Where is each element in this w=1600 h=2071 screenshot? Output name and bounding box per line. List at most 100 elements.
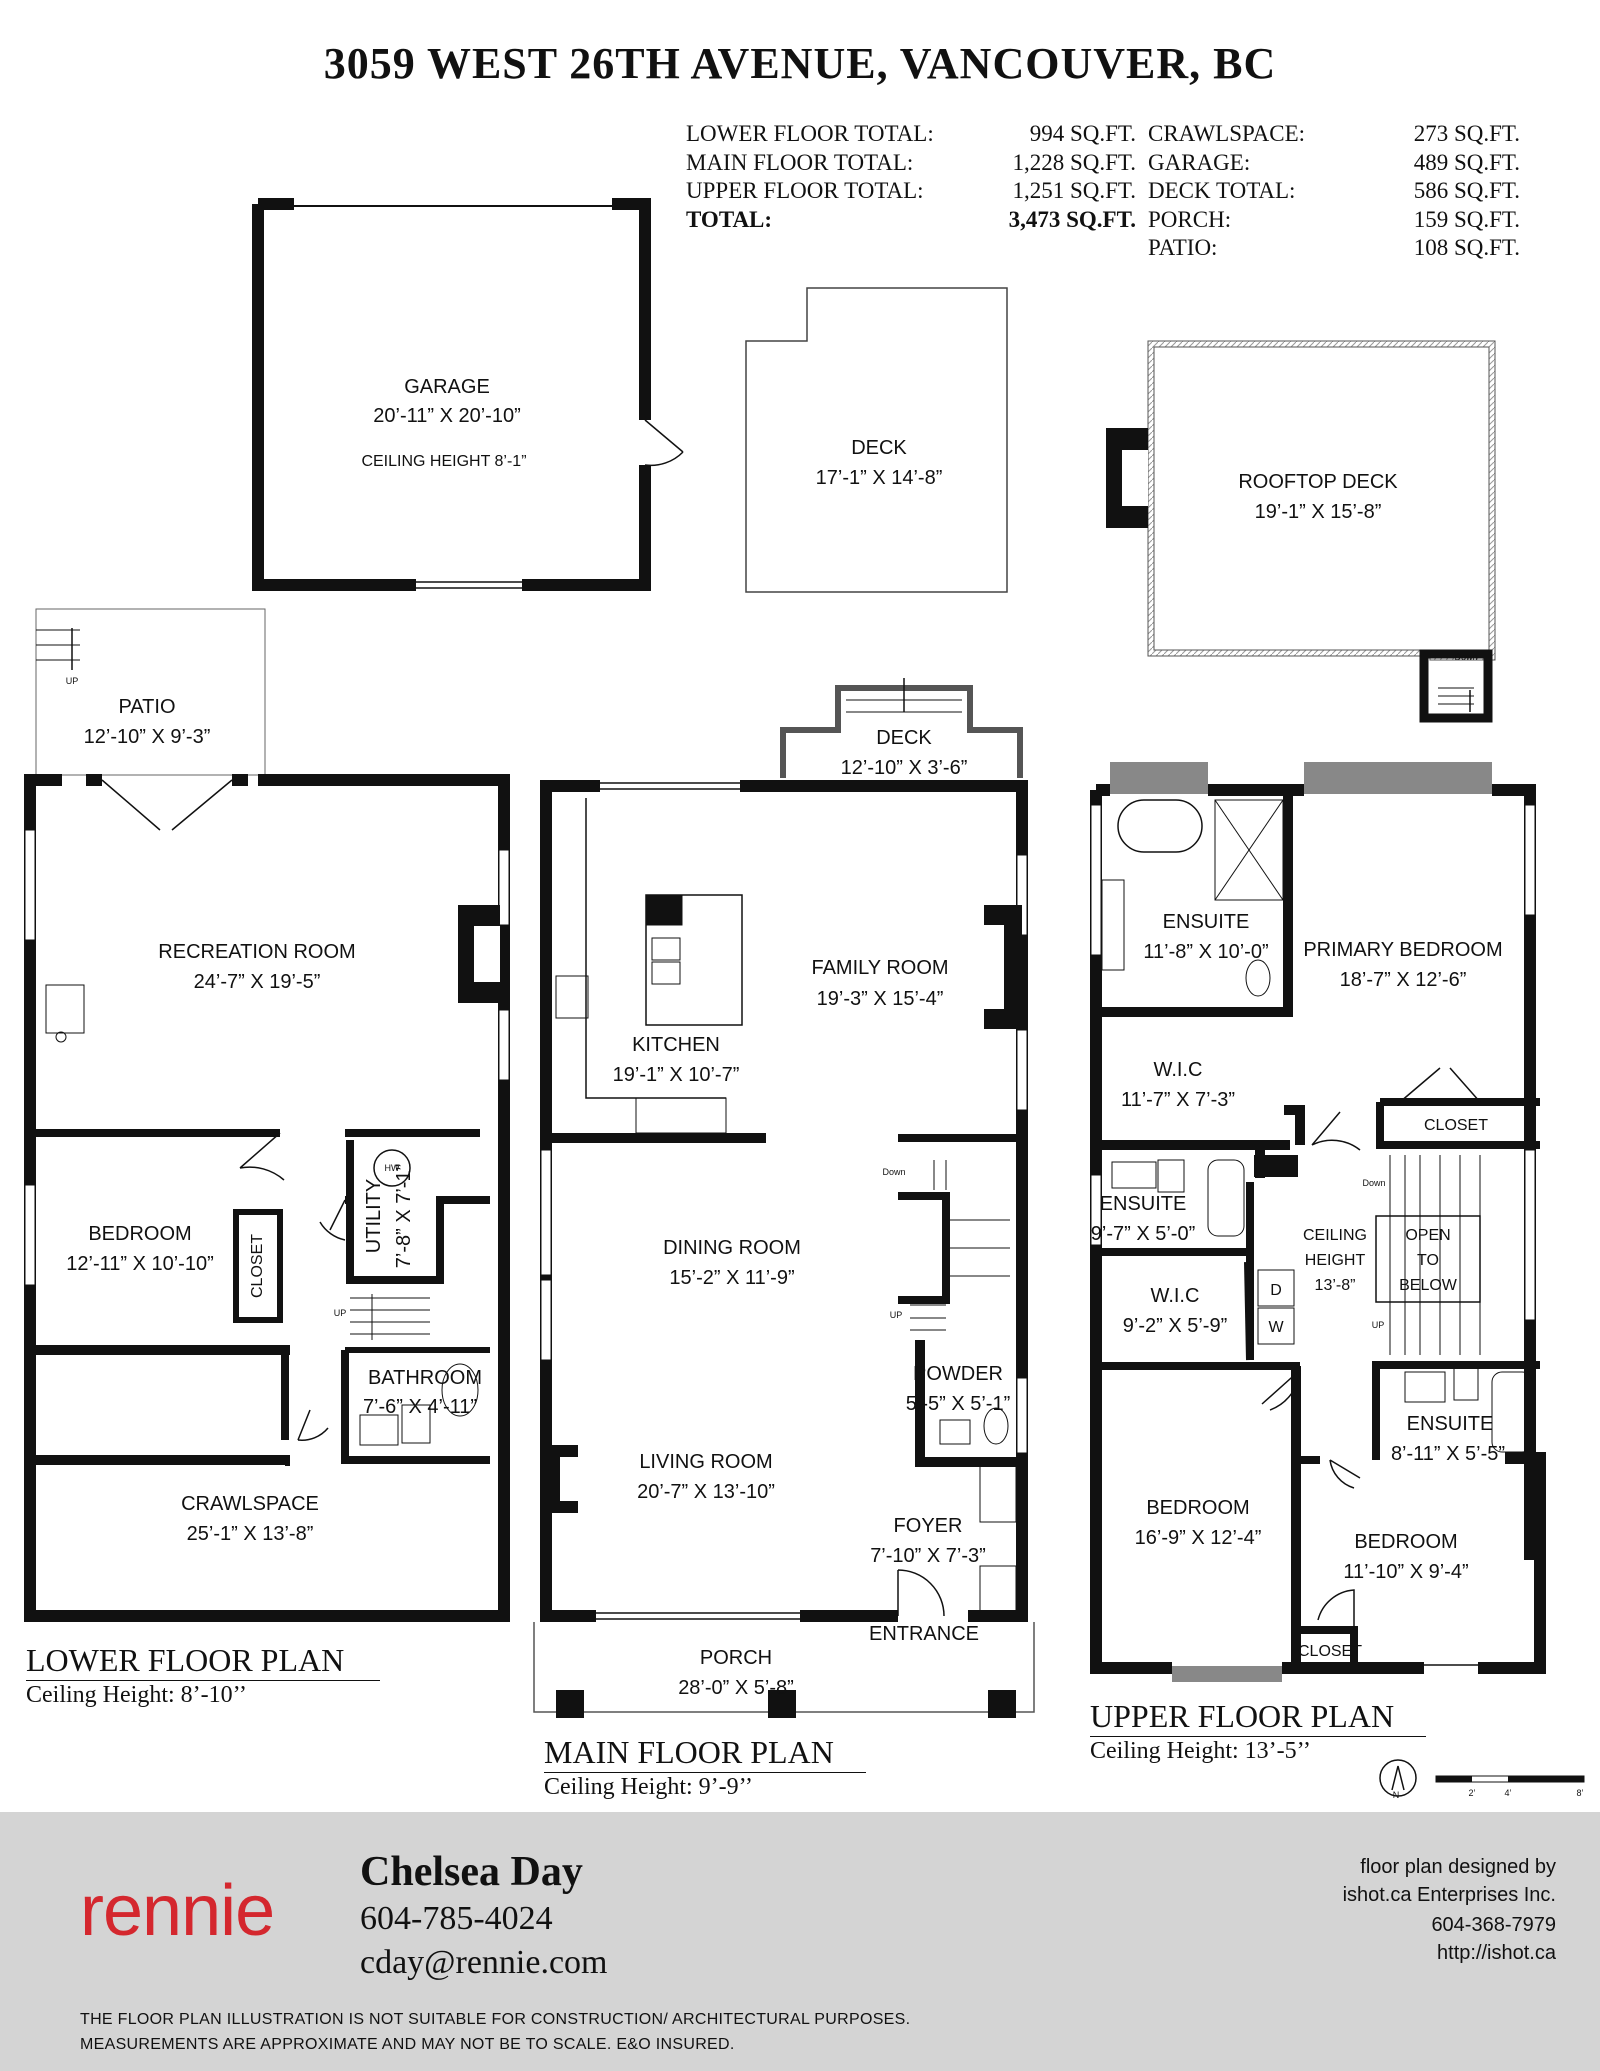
total-row-upper: UPPER FLOOR TOTAL:1,251 SQ.FT. [686, 177, 1136, 206]
kitchen-dims: 19’-1” X 10’-7” [613, 1064, 740, 1086]
total-value: 994 SQ.FT. [1029, 121, 1136, 146]
disclaimer-line-1: THE FLOOR PLAN ILLUSTRATION IS NOT SUITA… [80, 2011, 911, 2028]
lower-bathroom-dims: 7’-6” X 4’-11” [363, 1396, 477, 1418]
scale-label-8: 8’ [1576, 1788, 1583, 1798]
bottom-closet-label: CLOSET [1298, 1643, 1362, 1660]
upper-floor-walls [1090, 762, 1585, 1797]
mid-ensuite-label: ENSUITE [1100, 1193, 1187, 1215]
floor-plan-drawing: GARAGE 20’-11” X 20’-10” CEILING HEIGHT … [24, 198, 1585, 1800]
crawlspace-label: CRAWLSPACE [181, 1493, 319, 1515]
mid-ensuite-dims: 9’-7” X 5’-0” [1091, 1223, 1195, 1245]
garage-dims: 20’-11” X 20’-10” [373, 405, 520, 427]
designer-phone: 604-368-7979 [1431, 1914, 1556, 1936]
disclaimer-line-2: MEASUREMENTS ARE APPROXIMATE AND MAY NOT… [80, 2036, 735, 2053]
lower-wic-label: W.I.C [1151, 1285, 1200, 1307]
lower-wic-dims: 9’-2” X 5’-9” [1123, 1315, 1227, 1337]
lower-stairs-up-marker: UP [334, 1308, 347, 1318]
property-address-title: 3059 WEST 26TH AVENUE, VANCOUVER, BC [323, 39, 1277, 88]
lower-floor-plan-title: LOWER FLOOR PLAN [26, 1642, 345, 1678]
scale-label-2: 2’ [1468, 1788, 1475, 1798]
upper-stairs-down-marker: Down [1362, 1178, 1385, 1188]
lower-bathroom-label: BATHROOM [368, 1367, 482, 1389]
primary-bedroom-dims: 18’-7” X 12’-6” [1340, 969, 1467, 991]
primary-bedroom-label: PRIMARY BEDROOM [1303, 939, 1502, 961]
porch-dims: 28’-0” X 5’-8” [678, 1677, 794, 1699]
small-ensuite-label: ENSUITE [1407, 1413, 1494, 1435]
total-value: 273 SQ.FT. [1413, 121, 1520, 146]
living-room-dims: 20’-7” X 13’-10” [637, 1481, 775, 1503]
main-stairs-up-marker: UP [890, 1310, 903, 1320]
lower-closet-label: CLOSET [249, 1234, 266, 1298]
left-bedroom-label: BEDROOM [1146, 1497, 1249, 1519]
powder-dims: 5’-5” X 5’-1” [906, 1393, 1010, 1415]
total-value: 489 SQ.FT. [1413, 149, 1520, 175]
ceiling-height-line1: CEILING [1303, 1227, 1367, 1244]
porch-label: PORCH [700, 1647, 772, 1669]
ceiling-height-line2: HEIGHT [1305, 1252, 1366, 1269]
total-label: PORCH: [1148, 206, 1232, 232]
main-floor-plan-title: MAIN FLOOR PLAN [544, 1734, 834, 1770]
upper-floor-ceiling: Ceiling Height: 13’-5’’ [1090, 1738, 1311, 1764]
total-row-grand: TOTAL:3,473 SQ.FT. [686, 206, 1136, 235]
rooftop-deck-outline [1106, 340, 1496, 723]
total-row-main: MAIN FLOOR TOTAL:1,228 SQ.FT. [686, 149, 1136, 178]
upper-wic-dims: 11’-7” X 7’-3” [1121, 1089, 1235, 1111]
rennie-logo: rennie [80, 1871, 275, 1951]
total-value: 108 SQ.FT. [1413, 235, 1520, 260]
open-below-line2: TO [1417, 1252, 1439, 1269]
scale-label-4: 4’ [1504, 1788, 1511, 1798]
main-deck-label: DECK [876, 727, 932, 749]
dining-room-dims: 15’-2” X 11’-9” [669, 1267, 794, 1289]
total-value: 586 SQ.FT. [1413, 178, 1520, 203]
primary-ensuite-dims: 11’-8” X 10’-0” [1143, 941, 1268, 963]
dryer-marker: D [1270, 1282, 1282, 1299]
foyer-label: FOYER [894, 1515, 963, 1537]
recreation-room-label: RECREATION ROOM [158, 941, 355, 963]
lower-bedroom-dims: 12’-11” X 10’-10” [66, 1253, 213, 1275]
right-bedroom-label: BEDROOM [1354, 1531, 1457, 1553]
total-row-patio: PATIO: 108 SQ.FT. [1148, 234, 1520, 263]
total-label: TOTAL: [686, 206, 773, 232]
north-marker: N [1393, 1790, 1400, 1800]
primary-ensuite-label: ENSUITE [1163, 911, 1250, 933]
total-label: PATIO: [1148, 235, 1218, 260]
washer-marker: W [1268, 1319, 1284, 1336]
agent-phone[interactable]: 604-785-4024 [360, 1900, 553, 1937]
designer-line-1: floor plan designed by [1360, 1856, 1556, 1878]
rooftop-down-marker: Down [1454, 652, 1477, 662]
total-value: 1,251 SQ.FT. [1012, 178, 1136, 203]
open-below-line1: OPEN [1405, 1227, 1450, 1244]
upper-floor-underline [1090, 1736, 1426, 1737]
patio-up-marker: UP [66, 676, 79, 686]
designer-url[interactable]: http://ishot.ca [1437, 1942, 1556, 1964]
agent-email[interactable]: cday@rennie.com [360, 1944, 608, 1981]
family-room-label: FAMILY ROOM [811, 957, 948, 979]
main-floor-ceiling: Ceiling Height: 9’-9’’ [544, 1774, 753, 1800]
dining-room-label: DINING ROOM [663, 1237, 801, 1259]
patio-dims: 12’-10” X 9’-3” [84, 726, 211, 748]
ceiling-height-line3: 13’-8” [1315, 1277, 1356, 1294]
footer-bar [0, 1812, 1600, 2071]
deck-top-dims: 17’-1” X 14’-8” [816, 467, 943, 489]
utility-label: UTILITY [363, 1179, 385, 1253]
total-label: DECK TOTAL: [1148, 178, 1296, 203]
powder-label: POWDER [913, 1363, 1003, 1385]
total-row-deck: DECK TOTAL: 586 SQ.FT. [1148, 177, 1520, 206]
rooftop-deck-label: ROOFTOP DECK [1238, 471, 1398, 493]
main-stairs-down-marker: Down [882, 1167, 905, 1177]
kitchen-label: KITCHEN [632, 1034, 720, 1056]
rooftop-deck-dims: 19’-1” X 15’-8” [1255, 501, 1382, 523]
lower-floor-ceiling: Ceiling Height: 8’-10’’ [26, 1682, 247, 1708]
upper-stairs-up-marker: UP [1372, 1320, 1385, 1330]
main-floor-walls [533, 678, 1035, 1718]
garage-label: GARAGE [404, 376, 490, 398]
small-ensuite-dims: 8’-11” X 5’-5” [1391, 1443, 1505, 1465]
open-below-line3: BELOW [1399, 1277, 1458, 1294]
garage-outline [252, 198, 684, 591]
total-label: MAIN FLOOR TOTAL: [686, 149, 914, 175]
primary-closet-label: CLOSET [1424, 1117, 1488, 1134]
left-bedroom-dims: 16’-9” X 12’-4” [1135, 1527, 1262, 1549]
main-deck-dims: 12’-10” X 3’-6” [841, 757, 968, 779]
totals-right: CRAWLSPACE:273 SQ.FT. GARAGE:489 SQ.FT. … [1148, 120, 1520, 263]
deck-top-label: DECK [851, 437, 907, 459]
